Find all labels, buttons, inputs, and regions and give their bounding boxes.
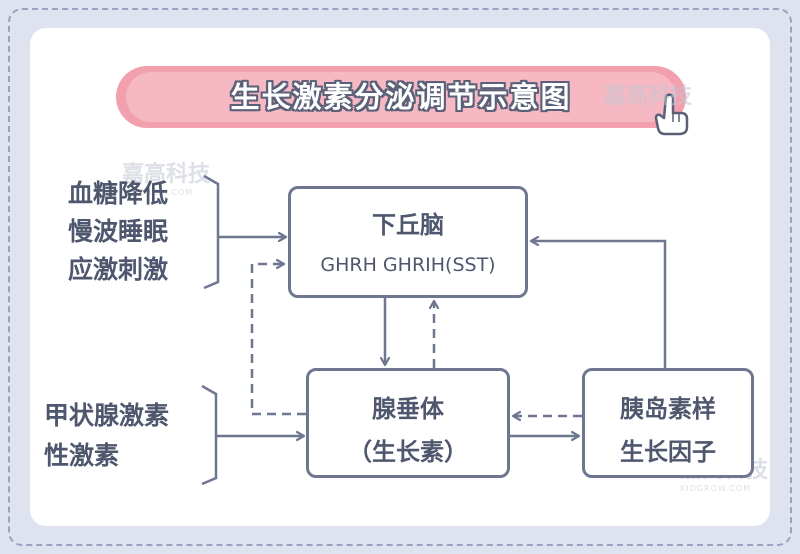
- node-igf-line1: 胰岛素样: [620, 395, 716, 423]
- node-hypothalamus: 下丘脑 GHRH GHRIH(SST): [288, 186, 528, 298]
- arrow-igf-to-hypothalamus: [531, 241, 667, 368]
- node-pituitary: 腺垂体 （生长素）: [306, 368, 510, 478]
- input-thyroid-hormone: 甲状腺激素: [44, 401, 170, 430]
- page-title: 生长激素分泌调节示意图: [230, 80, 572, 114]
- node-hypothalamus-hormones: GHRH GHRIH(SST): [320, 254, 496, 276]
- input-slow-wave-sleep: 慢波睡眠: [68, 217, 169, 246]
- pointing-hand-icon: [654, 93, 689, 136]
- title-banner-inner: [126, 72, 676, 122]
- input-bracket-mid: [201, 384, 218, 486]
- node-pituitary-hormone: （生长素）: [348, 438, 468, 466]
- input-sex-hormone: 性激素: [44, 441, 120, 470]
- node-igf-line2: 生长因子: [620, 438, 716, 466]
- node-hypothalamus-label: 下丘脑: [372, 211, 444, 239]
- arrow-left-dashed-loop: [250, 264, 306, 416]
- node-pituitary-label: 腺垂体: [372, 395, 444, 423]
- node-igf: 胰岛素样 生长因子: [582, 368, 754, 478]
- outer-border: [8, 8, 792, 546]
- input-bracket-top: [203, 174, 220, 290]
- input-stress: 应激刺激: [68, 255, 169, 284]
- input-blood-sugar-low: 血糖降低: [68, 179, 169, 208]
- watermark-logo: 嘉高科技: [604, 84, 693, 109]
